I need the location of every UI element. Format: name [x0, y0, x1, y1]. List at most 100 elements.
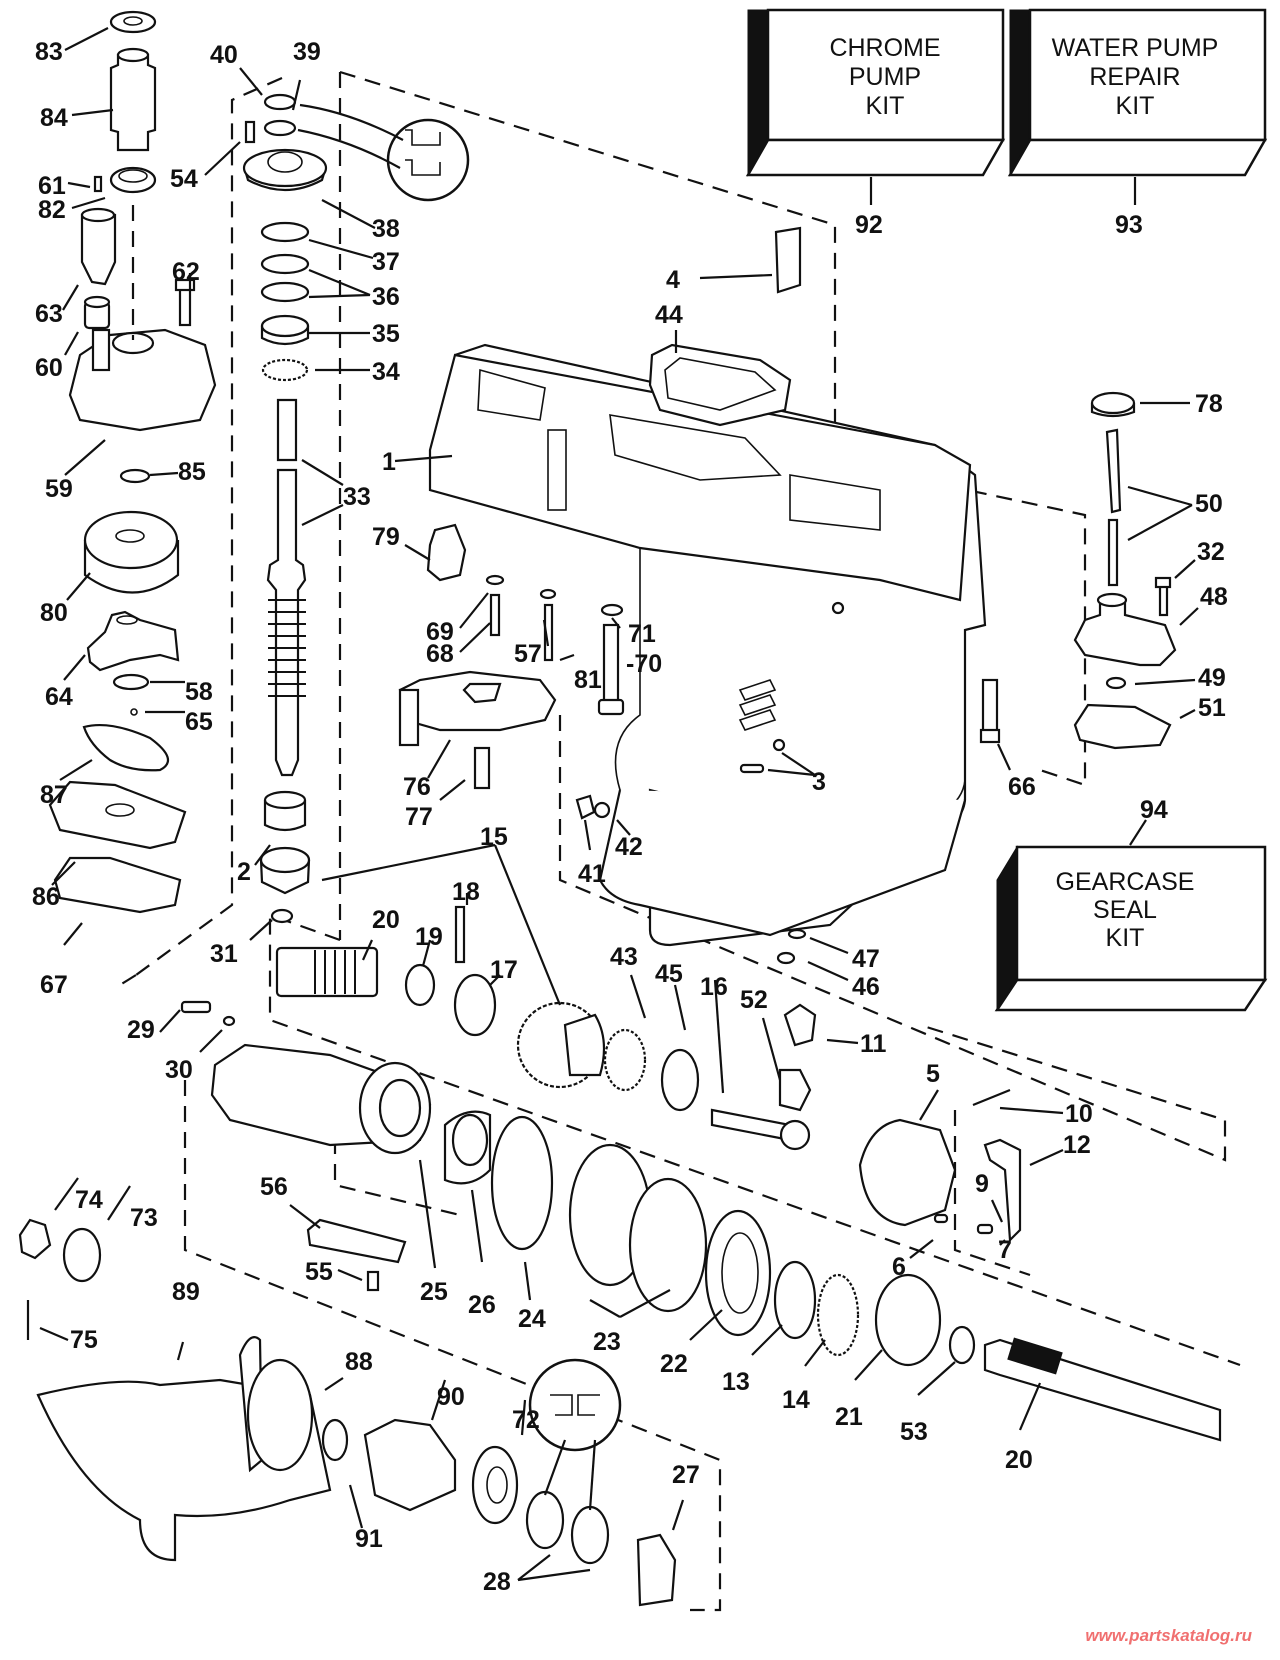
- kit-box-water-pump-repair: WATER PUMP REPAIR KIT: [1007, 8, 1268, 205]
- callout-24: 24: [518, 1305, 546, 1333]
- part-19-ring: [404, 963, 436, 1007]
- callout-54: 54: [170, 165, 198, 193]
- water-pump-parts: [48, 10, 217, 914]
- part-17-clutch: [453, 973, 497, 1037]
- part-3-washer: [772, 738, 786, 752]
- part-48-housing: [1073, 598, 1177, 667]
- callout-3: 3: [812, 768, 826, 796]
- part-79-anode: [426, 523, 467, 582]
- part-41-plug: [575, 794, 596, 820]
- part-91-spacer: [321, 1418, 349, 1462]
- part-33-driveshaft-upper: [276, 398, 298, 462]
- guide-propshaft-upper: [268, 913, 1241, 1367]
- part-71-washer: [600, 603, 624, 617]
- callout-46: 46: [852, 973, 880, 1001]
- callout-41: 41: [578, 860, 606, 888]
- callout-90: 90: [437, 1383, 465, 1411]
- part-11-cradle: [783, 1003, 817, 1047]
- callout-5: 5: [926, 1060, 940, 1088]
- callout-33: 33: [343, 483, 371, 511]
- guide-shift-lever: [953, 1110, 1031, 1277]
- callout-91: 91: [355, 1525, 383, 1553]
- part-63-liner: [80, 213, 117, 286]
- kit-box-chrome-pump: CHROME PUMP KIT: [745, 8, 1006, 205]
- callout-labels: 83 84 61 82 62 63 60 59 85 80 64 58 65 8…: [32, 38, 1228, 1596]
- part-90-hub-adapter: [363, 1418, 457, 1512]
- callout-31: 31: [210, 940, 238, 968]
- callout-92: 92: [855, 211, 883, 239]
- part-6-pin: [933, 1213, 949, 1224]
- callout-55: 55: [305, 1258, 333, 1286]
- callout-47: 47: [852, 945, 880, 973]
- pump-outlet: [91, 328, 111, 372]
- callout-10: 10: [1065, 1100, 1093, 1128]
- part-69-washer: [485, 574, 505, 586]
- callout-78: 78: [1195, 390, 1223, 418]
- part-58-seal: [112, 673, 150, 691]
- part-74-nut: [18, 1218, 52, 1260]
- part-14-bearing: [816, 1273, 860, 1357]
- part-40-seal: [263, 93, 297, 111]
- callout-27: 27: [672, 1461, 700, 1489]
- kit-label-line: SEAL: [1093, 896, 1157, 924]
- part-64-impeller: [86, 610, 180, 672]
- part-7-spring: [976, 1223, 994, 1235]
- part-33-driveshaft: [266, 468, 307, 777]
- part-82-grommet: [109, 166, 157, 194]
- part-24-o-ring: [490, 1115, 554, 1251]
- callout-81: 81: [574, 666, 602, 694]
- callout-15: 15: [480, 823, 508, 851]
- callout-21: 21: [835, 1403, 863, 1431]
- part-77-screw: [473, 746, 491, 790]
- part-18-pin: [454, 905, 466, 964]
- callout-9: 9: [975, 1170, 989, 1198]
- callout-7: 7: [998, 1236, 1012, 1264]
- part-13-washer: [773, 1260, 817, 1340]
- part-4-screen: [774, 226, 802, 294]
- part-55-screw: [366, 1270, 380, 1292]
- part-83-washer: [109, 10, 157, 34]
- part-23-retaining-ring: [628, 1177, 708, 1313]
- callout-49: 49: [1198, 664, 1226, 692]
- part-70-bolt: [602, 623, 620, 712]
- part-68-screw: [489, 593, 501, 637]
- part-32-screw: [1158, 583, 1169, 617]
- callout-4: 4: [666, 266, 680, 294]
- part-3-screw: [739, 763, 765, 774]
- callout-57: 57: [514, 640, 542, 668]
- callout-32: 32: [1197, 538, 1225, 566]
- part-57-washer: [539, 588, 557, 600]
- callout-34: 34: [372, 358, 400, 386]
- callout-66: 66: [1008, 773, 1036, 801]
- seal-detail-inset: [297, 103, 470, 202]
- kit-label-line: KIT: [866, 92, 905, 120]
- part-36-washer: [260, 281, 310, 303]
- callout-42: 42: [615, 833, 643, 861]
- part-10-pin: [972, 1088, 1011, 1107]
- part-37-o-ring: [260, 221, 310, 243]
- callout-83: 83: [35, 38, 63, 66]
- propshaft-bearing-housing-parts: [180, 1000, 1222, 1442]
- callout-39: 39: [293, 38, 321, 66]
- part-28-seal: [570, 1505, 610, 1565]
- part-46-screw: [776, 951, 796, 965]
- callout-85: 85: [178, 458, 206, 486]
- part-45-washer: [660, 1048, 700, 1112]
- callout-43: 43: [610, 943, 638, 971]
- callout-37: 37: [372, 248, 400, 276]
- driveshaft-parts: [242, 93, 328, 924]
- part-87-gasket: [82, 724, 170, 772]
- callout-6: 6: [892, 1253, 906, 1281]
- part-72-seal: [471, 1445, 519, 1525]
- guide-gearcase-lower: [558, 715, 1227, 1162]
- part-34-thrust-bearing: [261, 358, 309, 382]
- callout-2: 2: [237, 858, 251, 886]
- callout-61: 61: [38, 172, 66, 200]
- callout-16: 16: [700, 973, 728, 1001]
- callout-70: -70: [626, 650, 662, 678]
- kit-label-line: WATER PUMP: [1052, 34, 1219, 62]
- guide-prop-lower: [183, 1080, 722, 1612]
- part-30-washer: [222, 1015, 236, 1027]
- callout-73: 73: [130, 1204, 158, 1232]
- part-44-seal: [648, 343, 792, 427]
